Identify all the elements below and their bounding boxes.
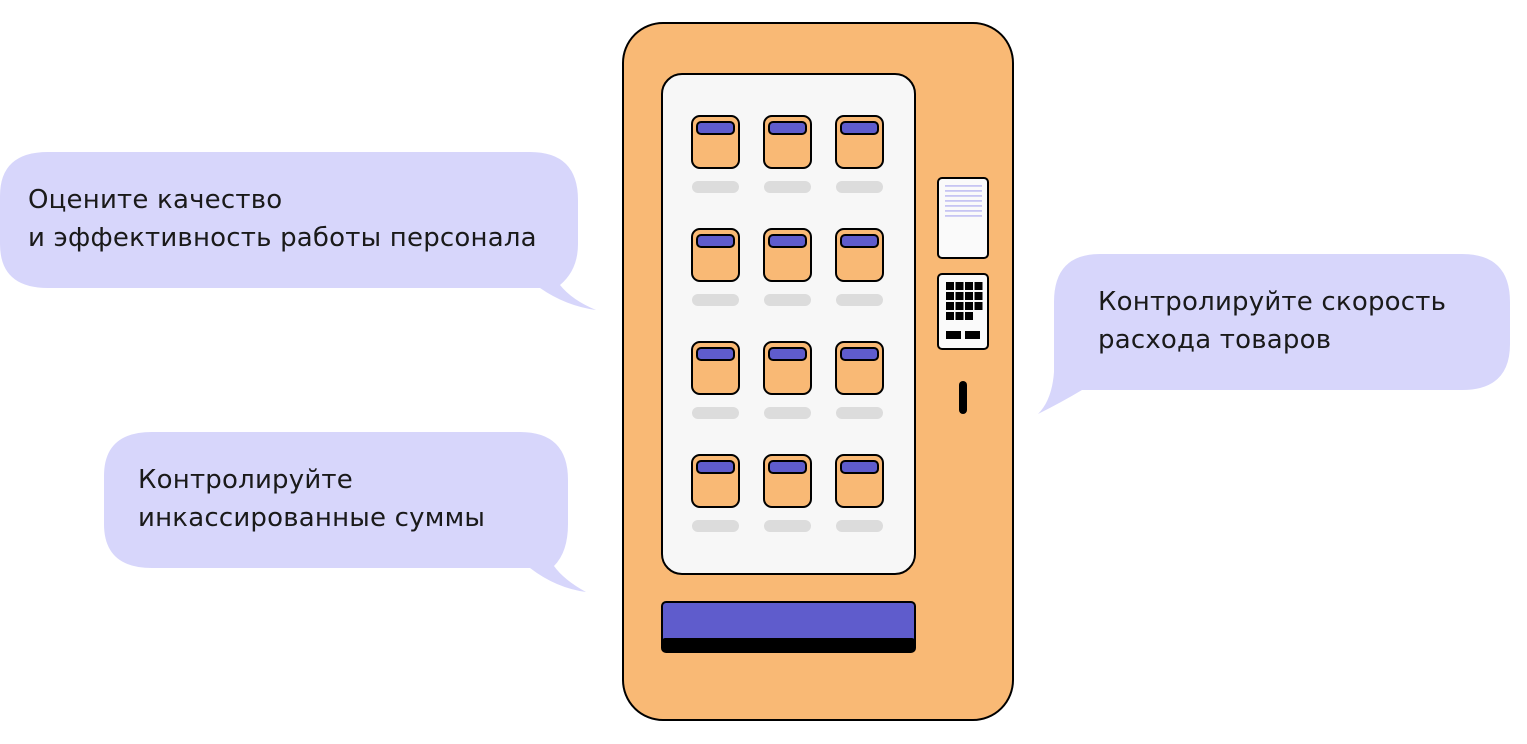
product-slot <box>691 341 740 419</box>
product-slot <box>835 454 884 532</box>
product-label <box>768 121 807 135</box>
bubble-text-line-2: инкассированные суммы <box>138 503 486 533</box>
product-slot <box>835 341 884 419</box>
bubble-text-line-1: Оцените качество <box>28 185 283 215</box>
bubble-text-line-2: расхода товаров <box>1098 325 1332 355</box>
keypad-key <box>965 312 973 320</box>
speech-bubble-staff-quality: Оцените качество и эффективность работы … <box>0 150 600 315</box>
price-tag <box>836 407 883 419</box>
receipt-line <box>945 185 982 187</box>
keypad <box>946 282 983 339</box>
receipt-lines <box>945 185 982 217</box>
bubble-text-line-1: Контролируйте <box>138 465 353 495</box>
keypad-key <box>946 331 961 339</box>
keypad-key <box>965 282 973 290</box>
keypad-key <box>946 292 954 300</box>
product-label <box>840 347 879 361</box>
price-tag <box>764 294 811 306</box>
keypad-key <box>955 312 964 320</box>
price-tag <box>764 520 811 532</box>
product-slot <box>763 115 812 193</box>
price-tag <box>764 181 811 193</box>
price-tag <box>836 520 883 532</box>
receipt-panel <box>937 177 989 259</box>
receipt-line <box>945 210 982 212</box>
keypad-key <box>946 302 954 310</box>
price-tag <box>692 294 739 306</box>
product-slot <box>691 228 740 306</box>
receipt-line <box>945 200 982 202</box>
product-label <box>696 460 735 474</box>
speech-bubble-shape <box>1038 254 1510 414</box>
bubble-text-line-2: и эффективность работы персонала <box>28 223 537 253</box>
display-window <box>661 73 916 575</box>
price-tag <box>764 407 811 419</box>
product-slot <box>835 115 884 193</box>
price-tag <box>692 181 739 193</box>
price-tag <box>836 294 883 306</box>
speech-bubble-shape <box>104 432 586 592</box>
speech-bubble-shape <box>0 152 596 310</box>
coin-slot <box>959 381 967 414</box>
product-label <box>696 347 735 361</box>
receipt-line <box>945 215 982 217</box>
keypad-key <box>974 302 983 310</box>
product-grid <box>691 115 884 532</box>
speech-bubble-cash-control: Контролируйте инкассированные суммы <box>104 430 590 596</box>
keypad-key <box>965 331 980 339</box>
price-tag <box>692 520 739 532</box>
product-label <box>768 460 807 474</box>
receipt-line <box>945 190 982 192</box>
keypad-key <box>974 292 983 300</box>
receipt-line <box>945 195 982 197</box>
keypad-key <box>974 282 983 290</box>
product-label <box>696 121 735 135</box>
product-label <box>768 347 807 361</box>
keypad-key <box>965 302 973 310</box>
price-tag <box>692 407 739 419</box>
product-label <box>768 234 807 248</box>
keypad-key <box>955 282 964 290</box>
product-slot <box>835 228 884 306</box>
receipt-line <box>945 205 982 207</box>
keypad-key <box>955 292 964 300</box>
dispenser-tray-bottom <box>662 638 915 652</box>
keypad-key <box>946 282 954 290</box>
product-slot <box>691 454 740 532</box>
product-slot <box>763 454 812 532</box>
speech-bubble-stock-speed: Контролируйте скорость расхода товаров <box>1036 252 1512 418</box>
keypad-key <box>955 302 964 310</box>
product-label <box>840 121 879 135</box>
product-slot <box>691 115 740 193</box>
product-label <box>840 460 879 474</box>
bubble-text-line-1: Контролируйте скорость <box>1098 287 1447 317</box>
price-tag <box>836 181 883 193</box>
keypad-key <box>946 312 954 320</box>
bubble-fill <box>0 152 596 310</box>
keypad-key <box>965 292 973 300</box>
product-label <box>840 234 879 248</box>
bubble-fill <box>1038 254 1510 414</box>
bubble-fill <box>104 432 586 592</box>
product-slot <box>763 341 812 419</box>
product-slot <box>763 228 812 306</box>
product-label <box>696 234 735 248</box>
